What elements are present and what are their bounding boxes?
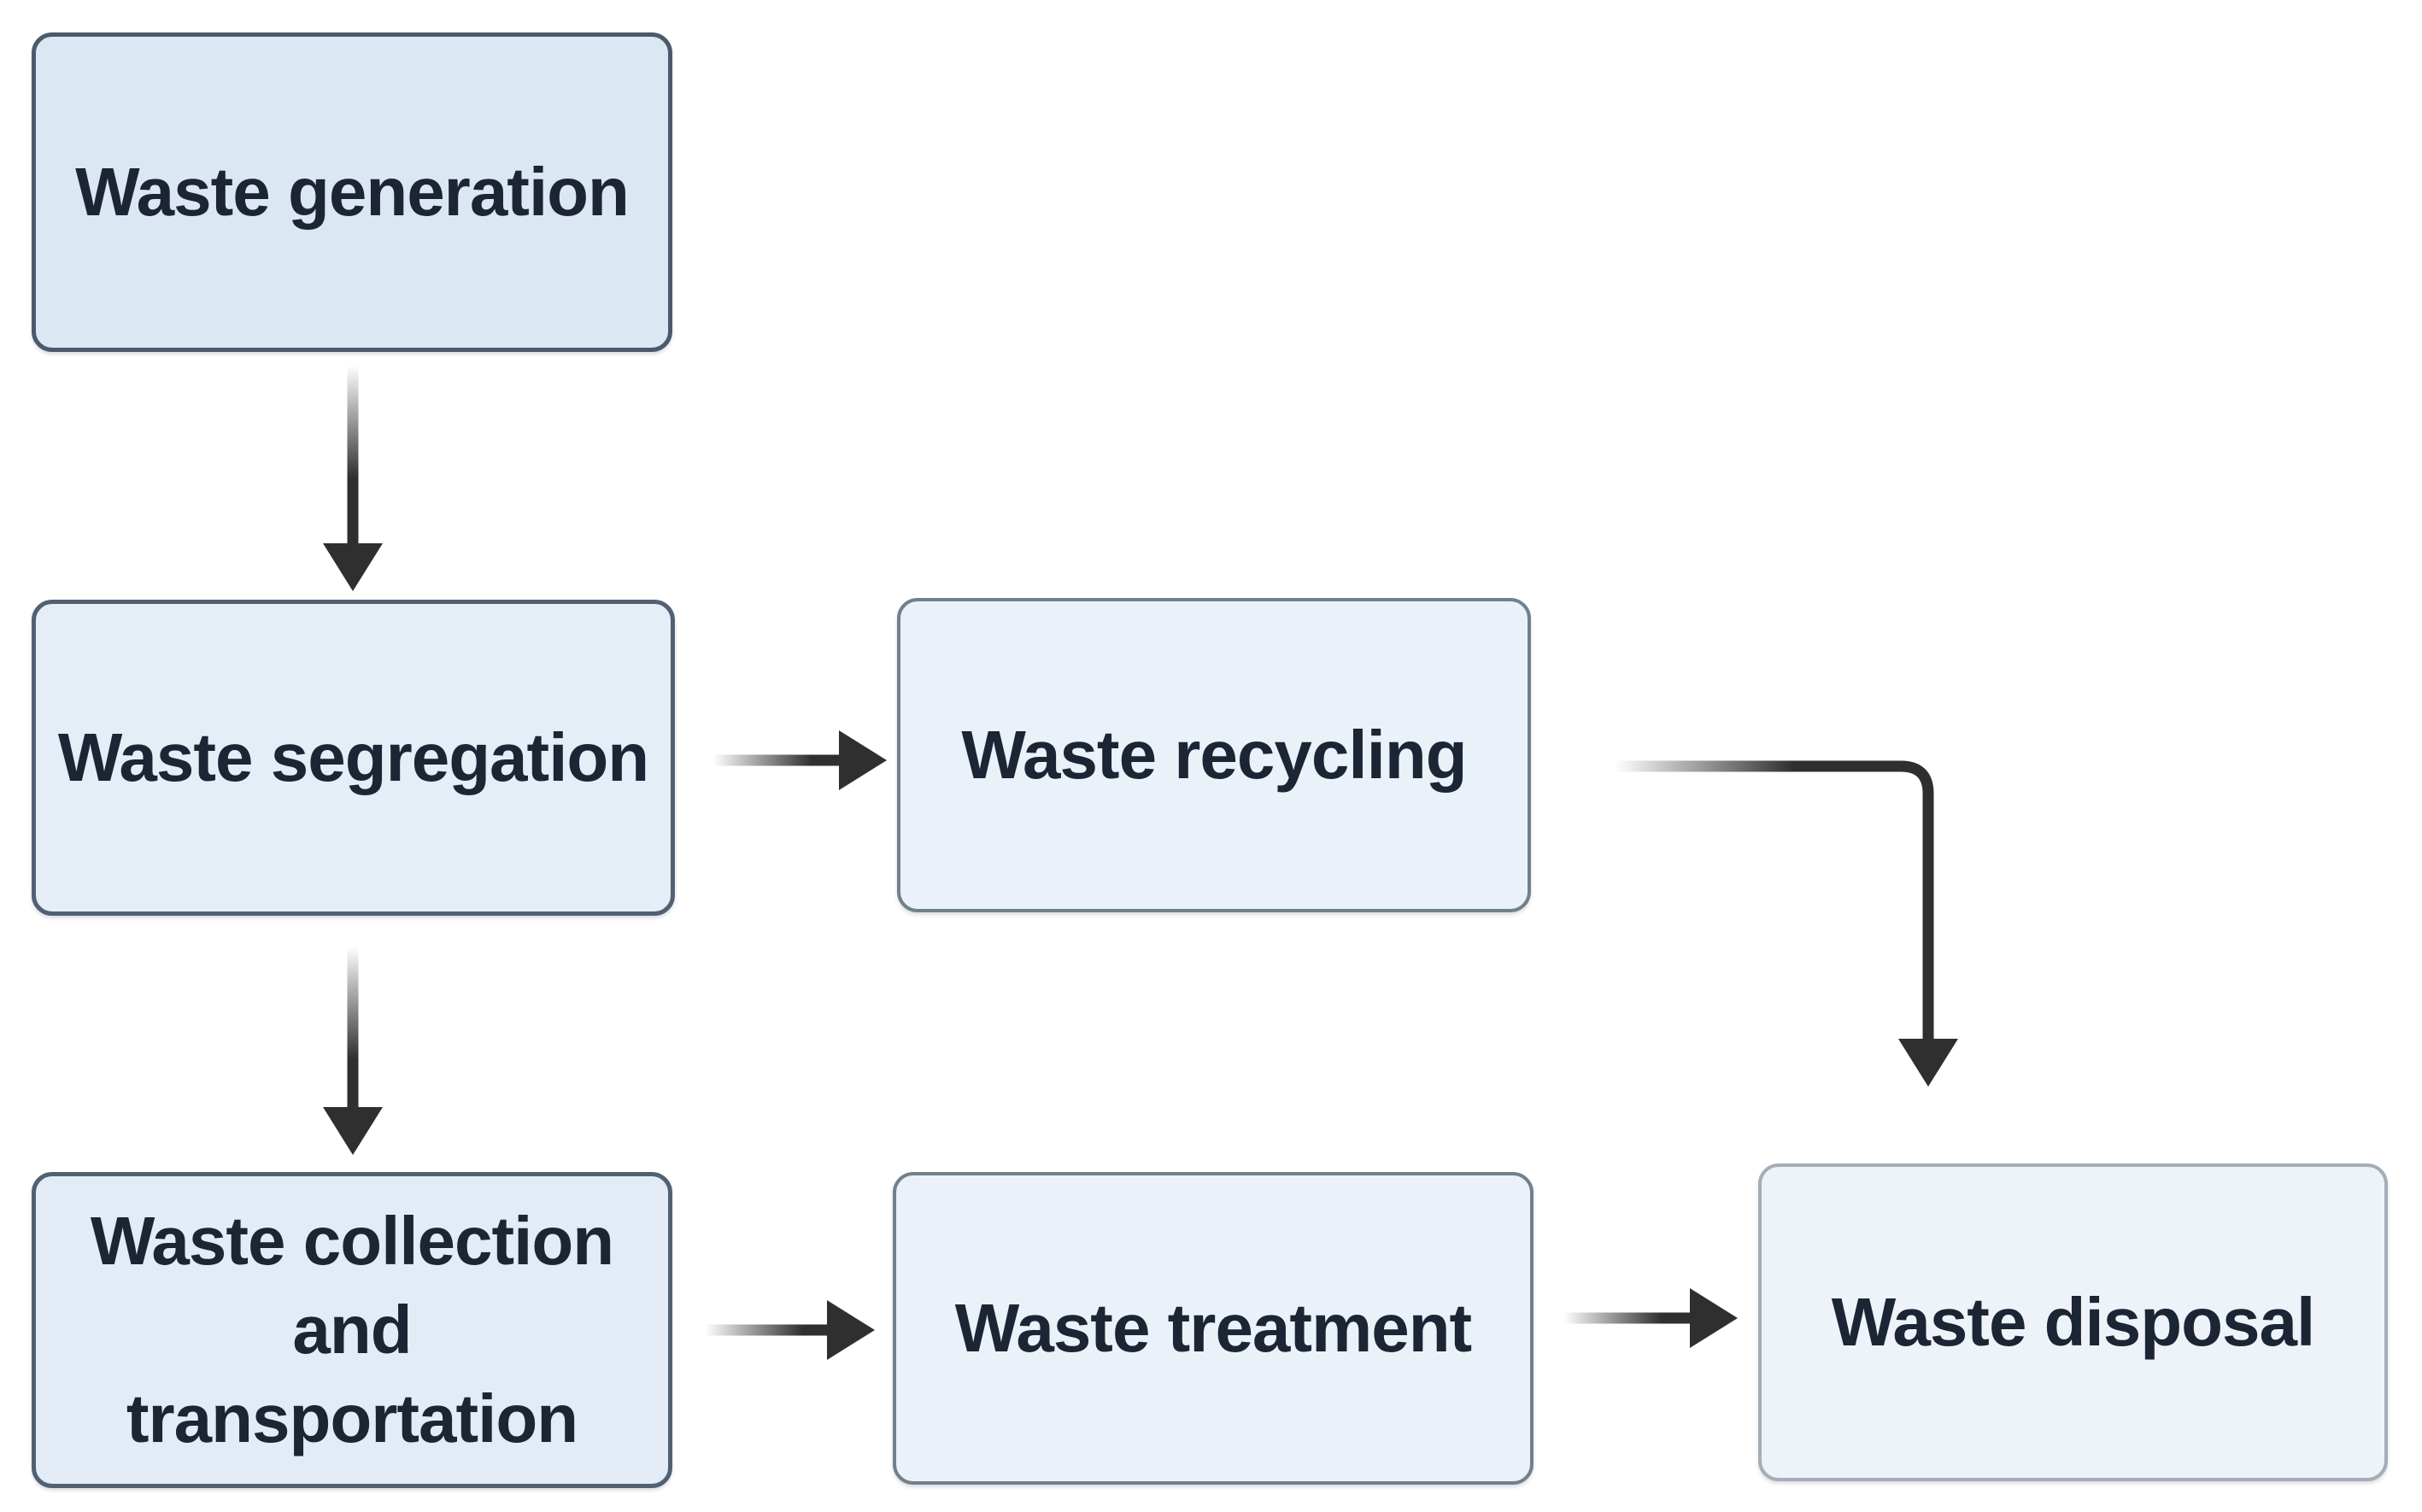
- edge-generation-to-segregation-arrow: [323, 366, 383, 591]
- node-waste-segregation-label: Waste segregation: [57, 719, 649, 795]
- node-waste-recycling: Waste recycling: [897, 598, 1531, 912]
- edge-treatment-to-disposal-arrow: [1563, 1288, 1738, 1348]
- node-waste-disposal: Waste disposal: [1758, 1163, 2388, 1481]
- edge-recycling-to-disposal-elbow-arrow: [1615, 760, 1958, 1087]
- node-waste-disposal-label: Waste disposal: [1831, 1284, 2315, 1360]
- edge-segregation-to-collection-arrow: [323, 946, 383, 1155]
- node-waste-collection-and-transportation-label: Waste collection and transportation: [90, 1203, 614, 1456]
- node-waste-generation-label: Waste generation: [75, 154, 630, 230]
- edge-segregation-to-recycling-arrow: [713, 730, 887, 790]
- node-waste-collection-and-transportation: Waste collection and transportation: [32, 1172, 672, 1488]
- node-waste-generation: Waste generation: [32, 32, 672, 352]
- node-waste-treatment: Waste treatment: [893, 1172, 1534, 1485]
- node-waste-recycling-label: Waste recycling: [961, 717, 1467, 793]
- node-waste-treatment-label: Waste treatment: [954, 1290, 1472, 1366]
- edge-collection-to-treatment-arrow: [705, 1300, 875, 1360]
- node-waste-segregation: Waste segregation: [32, 600, 675, 916]
